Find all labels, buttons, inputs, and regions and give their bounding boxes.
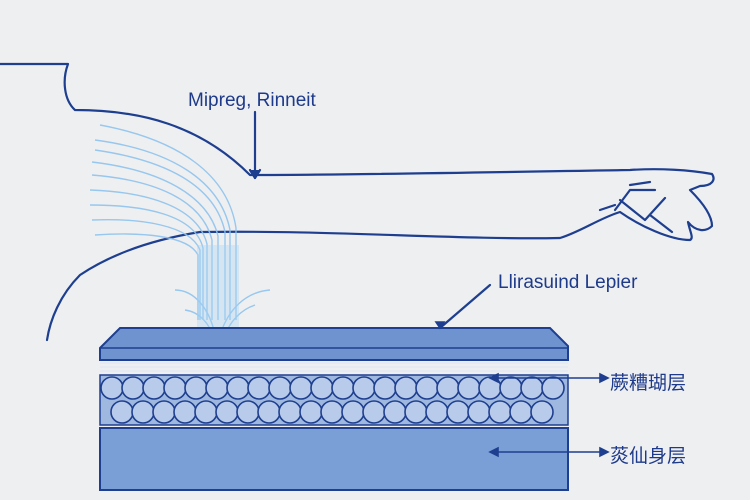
rock: [341, 400, 365, 424]
rock: [394, 376, 418, 400]
rock: [331, 376, 355, 400]
rock: [205, 376, 229, 400]
rock: [352, 376, 376, 400]
label-layer-middle: 蕨糟瑚层: [610, 372, 687, 394]
rock: [278, 400, 302, 424]
rock: [142, 376, 166, 400]
bottom-layer: [99, 427, 569, 491]
rock: [257, 400, 281, 424]
label-top: Mipreg, Rinneit: [188, 90, 316, 111]
rock: [121, 376, 145, 400]
rock: [446, 400, 470, 424]
rock: [215, 400, 239, 424]
rock: [415, 376, 439, 400]
rock: [373, 376, 397, 400]
rock: [289, 376, 313, 400]
rock: [131, 400, 155, 424]
water-jet: [89, 124, 271, 336]
rock: [163, 376, 187, 400]
rock: [194, 400, 218, 424]
label-arrow-ultrasound: [438, 283, 492, 330]
rock: [320, 400, 344, 424]
rock: [436, 376, 460, 400]
rock: [236, 400, 260, 424]
rock: [467, 400, 491, 424]
rock: [541, 376, 565, 400]
rock: [457, 376, 481, 400]
rock: [268, 376, 292, 400]
rock: [152, 400, 176, 424]
rock: [173, 400, 197, 424]
rock: [488, 400, 512, 424]
rock: [184, 376, 208, 400]
rock: [299, 400, 323, 424]
rock: [247, 376, 271, 400]
label-layer-bottom: 菼仙身层: [610, 445, 687, 467]
rock: [100, 376, 124, 400]
ultrasound-layer-plate: [99, 327, 569, 361]
rock: [530, 400, 554, 424]
rock: [383, 400, 407, 424]
rock: [425, 400, 449, 424]
hand-fingers: [598, 180, 674, 234]
label-ultrasound-layer: Llirasuind Lepier: [498, 272, 638, 293]
rock: [110, 400, 134, 424]
rock: [520, 376, 544, 400]
rock: [310, 376, 334, 400]
rock: [509, 400, 533, 424]
rock: [404, 400, 428, 424]
rock: [226, 376, 250, 400]
rock: [499, 376, 523, 400]
arm-outline: [0, 62, 715, 342]
rock: [362, 400, 386, 424]
